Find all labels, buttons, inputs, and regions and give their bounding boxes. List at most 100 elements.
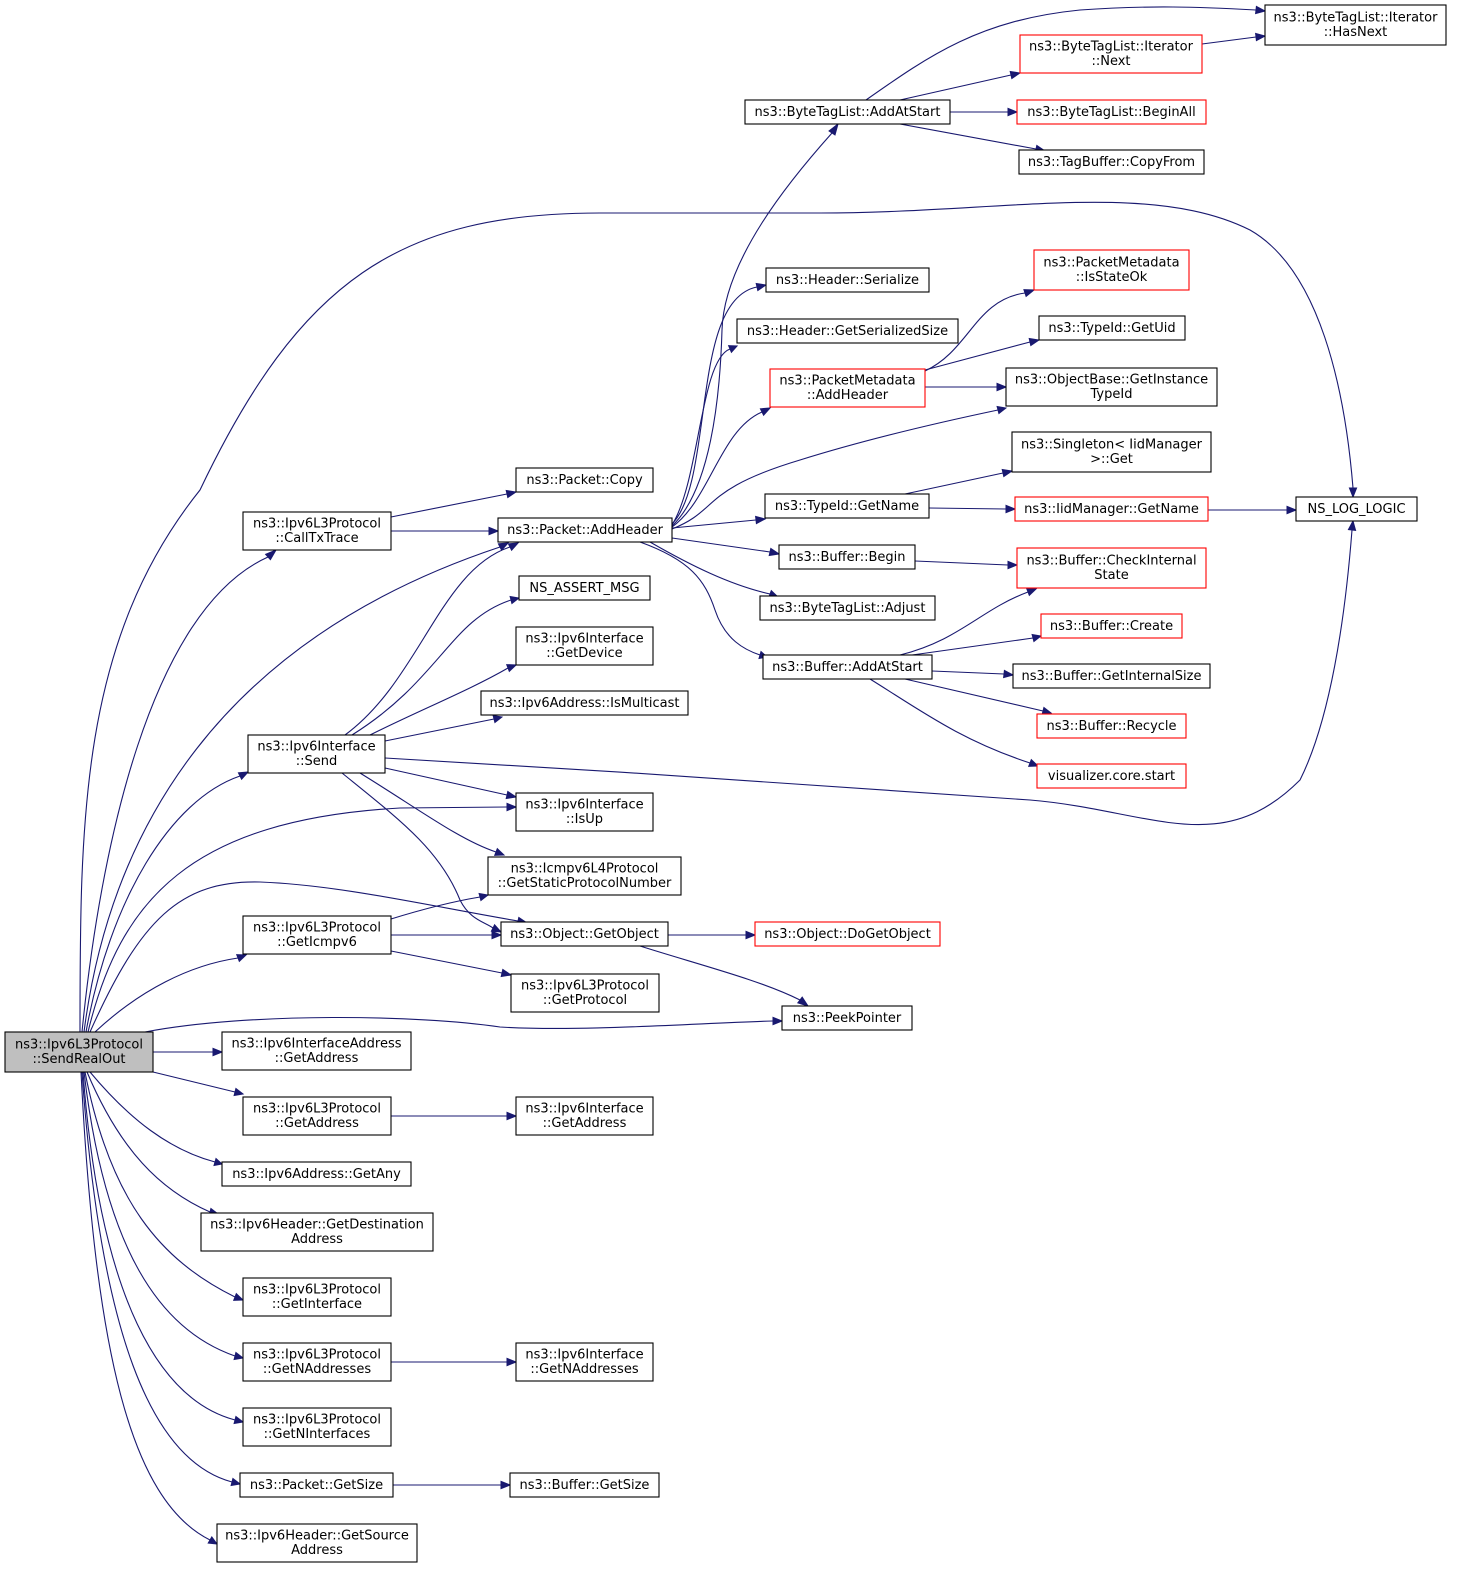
node-bufGetSize[interactable]: ns3::Buffer::GetSize bbox=[509, 1472, 660, 1498]
node-box bbox=[239, 1472, 394, 1498]
edge-bufAddAtStart-to-visStart bbox=[869, 678, 1040, 767]
edge-line bbox=[928, 507, 1007, 510]
node-root[interactable]: ns3::Ipv6L3Protocol::SendRealOut bbox=[4, 1031, 154, 1073]
node-visStart[interactable]: visualizer.core.start bbox=[1036, 763, 1187, 789]
edge-root-to-getInterface bbox=[84, 1071, 245, 1301]
node-iterNext[interactable]: ns3::ByteTagList::Iterator::Next bbox=[1019, 34, 1203, 74]
node-label: ns3::TypeId::GetUid bbox=[1048, 321, 1175, 336]
arrow-head bbox=[505, 664, 518, 673]
node-label: ::IsStateOk bbox=[1076, 270, 1148, 285]
node-pmAddHeader[interactable]: ns3::PacketMetadata::AddHeader bbox=[769, 368, 926, 408]
node-callTxTrace[interactable]: ns3::Ipv6L3Protocol::CallTxTrace bbox=[242, 511, 392, 551]
edge-line bbox=[351, 599, 512, 736]
node-iidGetName[interactable]: ns3::IidManager::GetName bbox=[1014, 496, 1209, 522]
edge-root-to-getNIf bbox=[82, 1071, 245, 1425]
node-box bbox=[1019, 34, 1203, 74]
edge-getIcmpv6-to-getObject bbox=[391, 930, 503, 940]
arrow-head bbox=[478, 892, 490, 902]
node-hasNext[interactable]: ns3::ByteTagList::Iterator::HasNext bbox=[1264, 4, 1447, 46]
node-ifAddrGetAddress[interactable]: ns3::Ipv6InterfaceAddress::GetAddress bbox=[221, 1031, 412, 1071]
node-pktGetSize[interactable]: ns3::Packet::GetSize bbox=[239, 1472, 394, 1498]
node-label: ns3::Ipv6L3Protocol bbox=[253, 921, 381, 936]
node-bufAddAtStart[interactable]: ns3::Buffer::AddAtStart bbox=[762, 654, 933, 680]
node-ifGetNAddr[interactable]: ns3::Ipv6Interface::GetNAddresses bbox=[515, 1342, 654, 1382]
node-box bbox=[1036, 713, 1187, 739]
node-label: ns3::Icmpv6L4Protocol bbox=[511, 862, 659, 877]
edge-ifSend-to-ifGetDevice bbox=[369, 664, 518, 736]
edge-line bbox=[384, 529, 1353, 826]
arrow-head bbox=[235, 954, 248, 963]
node-pktCopy[interactable]: ns3::Packet::Copy bbox=[515, 467, 654, 493]
node-btlAdjust[interactable]: ns3::ByteTagList::Adjust bbox=[759, 595, 936, 621]
node-hdrSerialize[interactable]: ns3::Header::Serialize bbox=[765, 267, 930, 293]
edge-ifSend-to-isMulticast bbox=[384, 714, 504, 742]
edge-line bbox=[341, 772, 494, 929]
node-l3GetNAddr[interactable]: ns3::Ipv6L3Protocol::GetNAddresses bbox=[242, 1342, 392, 1382]
node-getAny[interactable]: ns3::Ipv6Address::GetAny bbox=[221, 1161, 412, 1187]
node-addHeader[interactable]: ns3::Packet::AddHeader bbox=[497, 517, 673, 543]
node-label: visualizer.core.start bbox=[1048, 769, 1175, 784]
node-box bbox=[781, 1005, 913, 1031]
node-copyFrom[interactable]: ns3::TagBuffer::CopyFrom bbox=[1018, 149, 1205, 175]
node-peekPointer[interactable]: ns3::PeekPointer bbox=[781, 1005, 913, 1031]
edge-bufAddAtStart-to-bufCreate bbox=[904, 633, 1043, 657]
node-hdrGetSerSize[interactable]: ns3::Header::GetSerializedSize bbox=[736, 318, 959, 344]
edge-root-to-ifAddrGetAddress bbox=[153, 1047, 224, 1057]
node-ifGetAddress[interactable]: ns3::Ipv6Interface::GetAddress bbox=[515, 1096, 654, 1136]
node-getProtocol[interactable]: ns3::Ipv6L3Protocol::GetProtocol bbox=[510, 973, 660, 1013]
node-beginAll[interactable]: ns3::ByteTagList::BeginAll bbox=[1016, 99, 1207, 125]
node-doGetObject[interactable]: ns3::Object::DoGetObject bbox=[754, 921, 941, 947]
arrow-head bbox=[506, 802, 518, 812]
node-label: ::GetProtocol bbox=[543, 993, 627, 1008]
node-getInterface[interactable]: ns3::Ipv6L3Protocol::GetInterface bbox=[242, 1277, 392, 1317]
node-getUid[interactable]: ns3::TypeId::GetUid bbox=[1038, 315, 1186, 341]
node-btlAddAtStart[interactable]: ns3::ByteTagList::AddAtStart bbox=[744, 99, 951, 125]
arrow-head bbox=[506, 1357, 518, 1367]
node-box bbox=[1011, 431, 1212, 473]
node-ifIsUp[interactable]: ns3::Ipv6Interface::IsUp bbox=[515, 792, 654, 832]
arrow-head bbox=[492, 714, 504, 724]
node-ifGetDevice[interactable]: ns3::Ipv6Interface::GetDevice bbox=[515, 626, 654, 666]
node-assertMsg[interactable]: NS_ASSERT_MSG bbox=[518, 575, 651, 601]
node-singletonGet[interactable]: ns3::Singleton< IidManager>::Get bbox=[1011, 431, 1212, 473]
node-label: ns3::Header::Serialize bbox=[776, 273, 919, 288]
node-bufBegin[interactable]: ns3::Buffer::Begin bbox=[778, 544, 916, 570]
arrow-head bbox=[233, 1415, 245, 1425]
edge-line bbox=[671, 409, 999, 530]
node-getNIf[interactable]: ns3::Ipv6L3Protocol::GetNInterfaces bbox=[242, 1407, 392, 1447]
node-getObject[interactable]: ns3::Object::GetObject bbox=[500, 921, 669, 947]
node-box bbox=[1295, 496, 1418, 522]
node-bufRecycle[interactable]: ns3::Buffer::Recycle bbox=[1036, 713, 1187, 739]
node-bufGetInternalSize[interactable]: ns3::Buffer::GetInternalSize bbox=[1012, 663, 1211, 689]
node-bufCreate[interactable]: ns3::Buffer::Create bbox=[1040, 613, 1183, 639]
arrow-head bbox=[488, 526, 500, 536]
arrow-head bbox=[1286, 505, 1298, 515]
node-tidGetName[interactable]: ns3::TypeId::GetName bbox=[764, 493, 930, 519]
node-box bbox=[769, 368, 926, 408]
node-box bbox=[510, 973, 660, 1013]
node-label: ::Next bbox=[1091, 54, 1130, 69]
edge-line bbox=[671, 537, 771, 553]
node-ifSend[interactable]: ns3::Ipv6Interface::Send bbox=[247, 734, 386, 774]
node-l3GetAddress[interactable]: ns3::Ipv6L3Protocol::GetAddress bbox=[242, 1096, 392, 1136]
node-getIcmpv6[interactable]: ns3::Ipv6L3Protocol::GetIcmpv6 bbox=[242, 915, 392, 955]
node-isMulticast[interactable]: ns3::Ipv6Address::IsMulticast bbox=[480, 690, 689, 716]
edge-line bbox=[390, 950, 503, 974]
arrow-head bbox=[828, 122, 839, 136]
edge-line bbox=[869, 678, 1031, 764]
arrow-head bbox=[996, 405, 1008, 415]
node-isStateOk[interactable]: ns3::PacketMetadata::IsStateOk bbox=[1033, 249, 1190, 291]
node-box bbox=[242, 1342, 392, 1382]
edge-line bbox=[83, 546, 501, 1033]
node-label: Address bbox=[291, 1232, 343, 1247]
edge-callTxTrace-to-addHeader bbox=[391, 526, 500, 536]
node-icmpProto[interactable]: ns3::Icmpv6L4Protocol::GetStaticProtocol… bbox=[487, 856, 682, 896]
edge-line bbox=[924, 341, 1031, 371]
node-box bbox=[765, 267, 930, 293]
node-logLogic[interactable]: NS_LOG_LOGIC bbox=[1295, 496, 1418, 522]
node-label: ns3::Buffer::GetSize bbox=[520, 1478, 650, 1493]
